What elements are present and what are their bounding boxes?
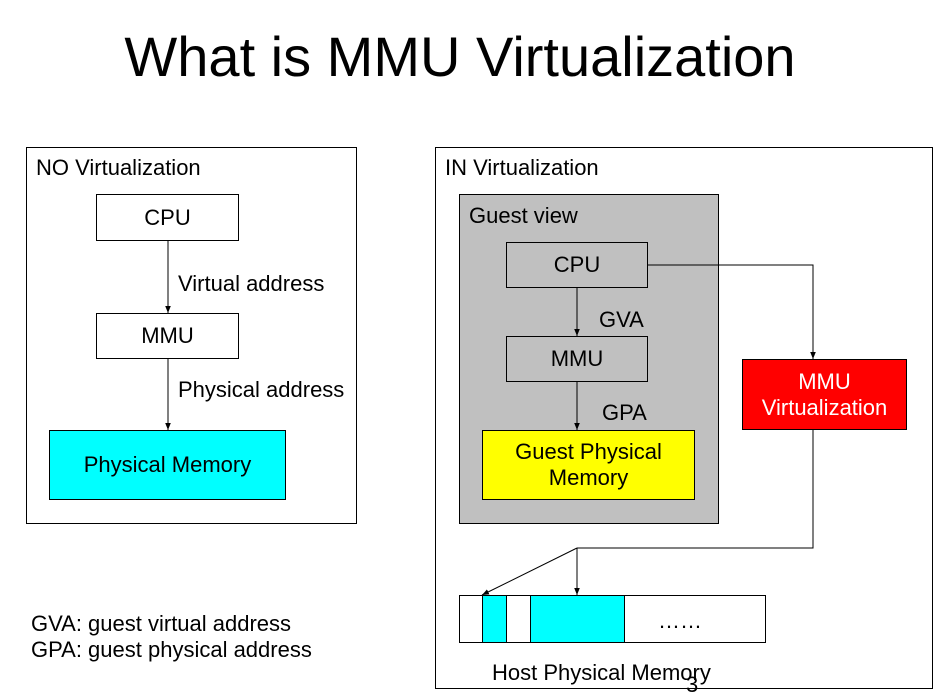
guest-mmu-box: MMU	[506, 336, 648, 382]
guest-physical-memory-box: Guest Physical Memory	[482, 430, 695, 500]
gva-label: GVA	[599, 307, 644, 332]
in-virtualization-label: IN Virtualization	[445, 155, 599, 180]
legend-gpa: GPA: guest physical address	[31, 637, 312, 662]
legend-gva: GVA: guest virtual address	[31, 611, 292, 636]
arrow-to-host-small-block	[481, 547, 578, 596]
mmu-virtualization-box: MMU Virtualization	[742, 359, 907, 430]
mmu-virt-line2: Virtualization	[761, 394, 888, 420]
no-virtualization-label: NO Virtualization	[36, 155, 201, 180]
mmu-box: MMU	[96, 313, 239, 359]
guest-memory-line2: Memory	[548, 465, 629, 490]
guest-view-label: Guest view	[469, 203, 578, 228]
guest-cpu-box: CPU	[506, 242, 648, 288]
host-memory-block-large	[530, 595, 625, 643]
arrow-cpu-to-mmu-virtualization	[648, 264, 816, 359]
mmu-virt-line1: MMU	[798, 368, 851, 394]
physical-address-label: Physical address	[178, 377, 345, 402]
physical-memory-box: Physical Memory	[49, 430, 286, 500]
page-number: 3	[686, 672, 699, 697]
host-memory-ellipsis: ……	[658, 608, 702, 633]
virtual-address-label: Virtual address	[178, 271, 325, 296]
slide-title: What is MMU Virtualization	[124, 25, 796, 88]
gpa-label: GPA	[602, 400, 647, 425]
cpu-box: CPU	[96, 194, 239, 241]
host-physical-memory-label: Host Physical Memory	[492, 660, 711, 685]
host-memory-block-small	[482, 595, 507, 643]
line-mmu-virt-to-host	[577, 430, 814, 549]
guest-memory-line1: Guest Physical	[515, 439, 662, 464]
